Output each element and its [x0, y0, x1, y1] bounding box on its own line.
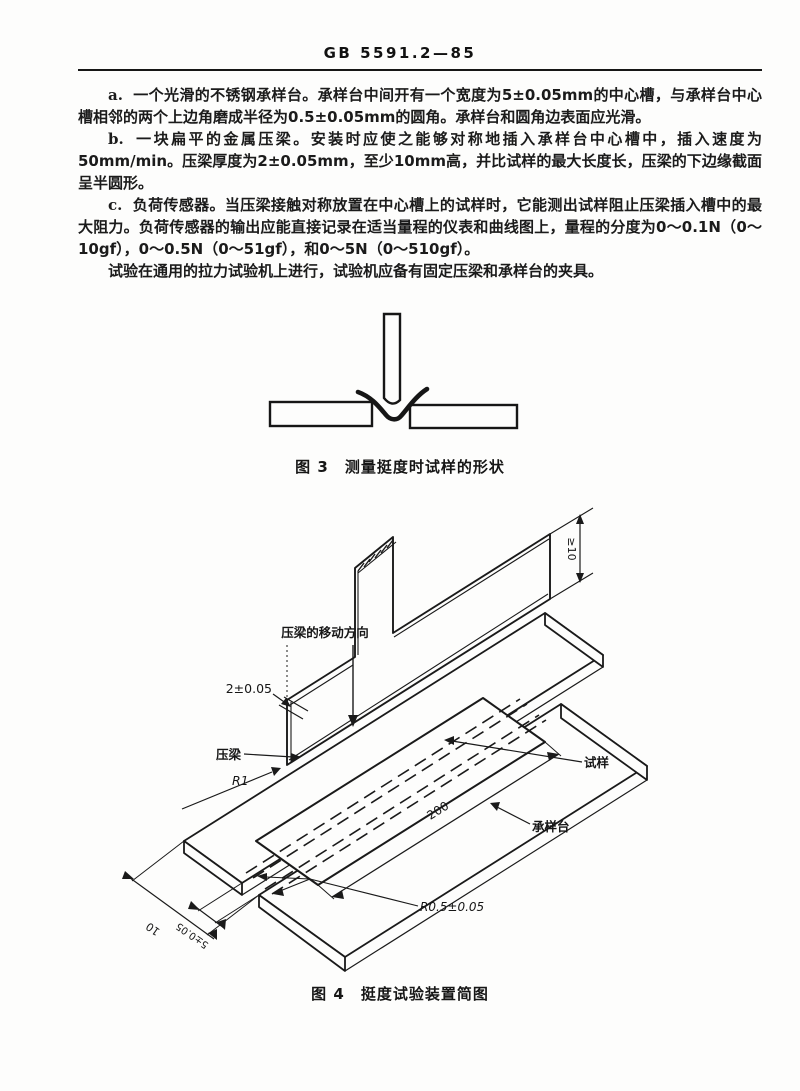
press-beam-bar [382, 312, 402, 405]
figure3-diagram [268, 312, 519, 430]
beam-label: 压梁 [216, 747, 242, 762]
r05-leader [265, 876, 419, 907]
paragraph-c: c.负荷传感器。当压梁接触对称放置在中心槽上的试样时，它能测出试样阻止压梁插入槽… [78, 194, 762, 260]
paragraph-b-label: b. [108, 130, 124, 148]
slot-hidden-edge [252, 703, 528, 879]
dim-thickness: 2±0.05 [226, 681, 272, 696]
specimen-arrowhead [444, 736, 454, 745]
bent-specimen-curve [355, 386, 430, 422]
break-hatch-marks [357, 539, 394, 572]
beam-direction-label: 压梁的移动方向 [281, 625, 369, 640]
platform-label: 承样台 [532, 819, 570, 834]
body-text: a.一个光滑的不锈钢承样台。承样台中间开有一个宽度为5±0.05mm的中心槽，与… [78, 84, 762, 282]
r05-arrowhead-left [257, 873, 267, 881]
figure4-diagram: 2±0.05 压梁的移动方向 压梁 R1 ≥10 200 试样 承样台 [122, 507, 648, 972]
height-arrow-bottom [576, 573, 584, 583]
r1-arrowhead [271, 767, 281, 776]
paragraph-c-label: c. [108, 196, 123, 214]
thickness-ticks [278, 696, 309, 720]
dim-ten: 10 [144, 920, 163, 939]
paragraph-b-text: 一块扁平的金属压梁。安装时应使之能够对称地插入承样台中心槽中，插入速度为50mm… [78, 130, 762, 192]
dim-min-height: ≥10 [565, 537, 578, 560]
slot-arrow-a [188, 901, 200, 910]
paragraph-a: a.一个光滑的不锈钢承样台。承样台中间开有一个宽度为5±0.05mm的中心槽，与… [78, 84, 762, 128]
paragraph-a-text: 一个光滑的不锈钢承样台。承样台中间开有一个宽度为5±0.05mm的中心槽，与承样… [78, 86, 762, 126]
slot-extension-lines [197, 882, 260, 924]
dim-r1: R1 [232, 773, 249, 788]
beam-arrowhead [291, 753, 301, 762]
paragraph-final: 试验在通用的拉力试验机上进行，试验机应备有固定压梁和承样台的夹具。 [78, 260, 762, 282]
r05-arrowhead-right [273, 888, 284, 896]
support-platform-right-edge [344, 779, 648, 972]
length-extension-lines [317, 741, 562, 900]
dim-r05: R0.5±0.05 [420, 900, 484, 914]
length-arrow-near [332, 890, 344, 899]
ten-extension-lines [131, 840, 260, 936]
specimen-leader [451, 740, 583, 763]
r1-leader [181, 771, 273, 810]
doc-number-header: GB 5591.2—85 [323, 44, 477, 62]
length-dim-line [331, 753, 560, 898]
paragraph-c-text: 负荷传感器。当压梁接触对称放置在中心槽上的试样时，它能测出试样阻止压梁插入槽中的… [78, 196, 762, 258]
length-arrow-far [547, 752, 559, 761]
figure4-caption: 图 4 挺度试验装置简图 [311, 985, 489, 1003]
specimen-label: 试样 [584, 755, 610, 770]
paragraph-b: b.一块扁平的金属压梁。安装时应使之能够对称地插入承样台中心槽中，插入速度为50… [78, 128, 762, 194]
paragraph-a-label: a. [108, 86, 123, 104]
height-arrow-top [576, 514, 584, 524]
platform-left-block [268, 400, 374, 428]
header-rule [78, 69, 762, 71]
slot-hidden-edge [264, 714, 540, 890]
platform-leader [496, 806, 531, 825]
dim-slot-width: 5±0.05 [174, 920, 211, 950]
height-extension-lines [549, 507, 594, 600]
platform-arrowhead [490, 802, 500, 811]
platform-right-block [408, 403, 519, 430]
ten-arrow-b [208, 929, 217, 940]
press-beam-thickness-lines [288, 538, 550, 763]
figure3-caption: 图 3 测量挺度时试样的形状 [295, 458, 505, 476]
thickness-arrowhead [281, 698, 291, 707]
slot-hidden-edge [245, 698, 521, 874]
ten-arrow-a [122, 871, 134, 879]
direction-arrowhead [348, 715, 358, 727]
ten-dim-line [125, 874, 215, 940]
beam-leader [243, 753, 294, 758]
paragraph-final-text: 试验在通用的拉力试验机上进行，试验机应备有固定压梁和承样台的夹具。 [108, 262, 604, 280]
